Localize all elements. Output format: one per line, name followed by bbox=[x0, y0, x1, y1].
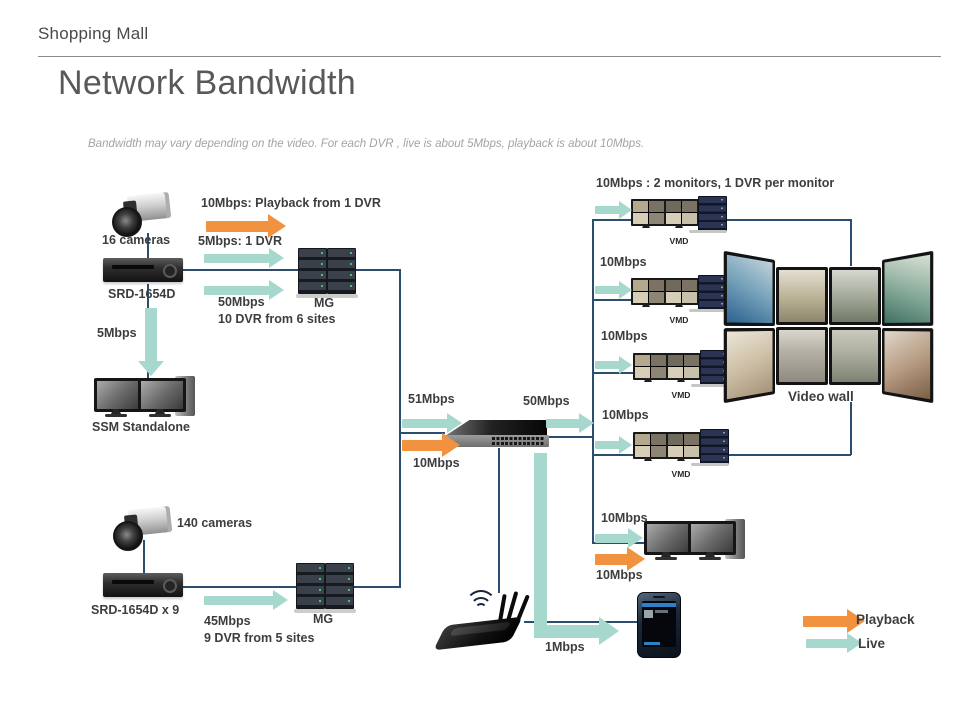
phone-screen bbox=[642, 601, 676, 647]
camera-count-label: 140 cameras bbox=[177, 516, 253, 530]
ssm-label: SSM Standalone bbox=[92, 420, 190, 434]
playback-arrow-icon bbox=[595, 547, 645, 571]
connector-line bbox=[592, 542, 652, 544]
switch-top bbox=[445, 420, 547, 436]
page-title: Network Bandwidth bbox=[58, 64, 357, 102]
monitor-icon bbox=[94, 378, 142, 412]
mg-server-icon bbox=[296, 248, 358, 300]
vmd-row-label: 10Mbps : 2 monitors, 1 DVR per monitor bbox=[596, 176, 835, 190]
live-arrow-icon bbox=[402, 413, 462, 433]
live-bent-arrow-icon bbox=[534, 625, 600, 638]
subtitle-note: Bandwidth may vary depending on the vide… bbox=[88, 138, 645, 150]
mg-label: MG bbox=[314, 296, 335, 310]
connector-line bbox=[399, 269, 401, 588]
live-arrow-icon bbox=[595, 356, 632, 374]
live-total-flow-label: 50Mbps bbox=[218, 295, 265, 309]
dvr-model-label: SRD-1654D x 9 bbox=[91, 603, 180, 617]
server-tower bbox=[327, 248, 356, 294]
mg-server-icon bbox=[294, 563, 356, 615]
connector-line bbox=[350, 586, 400, 588]
live-arrow-icon bbox=[204, 280, 284, 300]
ssm-flow-label: 5Mbps bbox=[97, 326, 137, 340]
breadcrumb: Shopping Mall bbox=[38, 24, 149, 43]
dvr-model-label: SRD-1654D bbox=[108, 287, 176, 301]
playback-flow-label: 10Mbps: Playback from 1 DVR bbox=[201, 196, 381, 210]
client-playback-flow-label: 10Mbps bbox=[596, 568, 643, 582]
live-bent-arrow-icon bbox=[534, 453, 547, 625]
connector-line bbox=[352, 269, 400, 271]
live-total-detail-label: 9 DVR from 5 sites bbox=[204, 631, 315, 645]
router-body bbox=[433, 616, 523, 651]
vmd-unit-icon: VMD bbox=[631, 275, 727, 327]
inbound-flow-label: 51Mbps bbox=[408, 392, 455, 406]
camera-lens bbox=[112, 207, 142, 237]
vmd-label: VMD bbox=[669, 315, 689, 325]
camera-icon bbox=[112, 191, 176, 237]
dvr-icon bbox=[103, 573, 183, 597]
vmd-row-label: 10Mbps bbox=[602, 408, 649, 422]
dvr-icon bbox=[103, 258, 183, 282]
playback-arrow-icon bbox=[402, 433, 460, 457]
connector-line bbox=[498, 448, 500, 593]
live-arrow-icon bbox=[595, 528, 643, 548]
connector-line bbox=[183, 269, 300, 271]
live-arrow-icon bbox=[204, 590, 288, 610]
vmd-label: VMD bbox=[671, 469, 691, 479]
mobile-flow-label: 1Mbps bbox=[545, 640, 585, 654]
playback-arrow-icon bbox=[206, 214, 286, 238]
live-arrow-icon bbox=[204, 248, 284, 268]
live-total-detail-label: 10 DVR from 6 sites bbox=[218, 312, 336, 326]
connector-line bbox=[524, 621, 638, 623]
vmd-rack bbox=[698, 196, 727, 231]
client-workstation-icon bbox=[644, 519, 746, 565]
client-live-flow-label: 10Mbps bbox=[601, 511, 648, 525]
connector-line bbox=[147, 233, 149, 263]
connector-line bbox=[548, 436, 593, 438]
connector-line bbox=[143, 540, 145, 576]
mg-label: MG bbox=[313, 612, 334, 626]
camera-count-label: 16 cameras bbox=[102, 233, 171, 247]
live-single-flow-label: 5Mbps: 1 DVR bbox=[198, 234, 283, 248]
vmd-row-label: 10Mbps bbox=[600, 255, 647, 269]
vmd-row-label: 10Mbps bbox=[601, 329, 648, 343]
connector-line bbox=[592, 219, 594, 544]
legend-playback-label: Playback bbox=[856, 612, 915, 627]
header-divider bbox=[38, 56, 941, 57]
connector-line bbox=[850, 402, 852, 455]
video-wall-icon bbox=[720, 250, 938, 404]
vmd-unit-icon: VMD bbox=[633, 429, 729, 481]
server-base bbox=[296, 294, 358, 298]
live-bent-arrowhead-icon bbox=[599, 617, 619, 645]
live-arrow-icon bbox=[595, 201, 632, 219]
connector-line bbox=[399, 432, 445, 434]
monitor-icon bbox=[138, 378, 186, 412]
outbound-flow-label: 50Mbps bbox=[523, 394, 570, 408]
wifi-icon bbox=[464, 590, 498, 612]
network-switch-icon bbox=[443, 420, 549, 448]
live-arrow-icon bbox=[595, 281, 632, 299]
legend-live-label: Live bbox=[858, 636, 886, 651]
live-down-arrow-icon bbox=[138, 308, 164, 376]
camera-icon bbox=[113, 505, 177, 551]
live-total-flow-label: 45Mbps bbox=[204, 614, 251, 628]
connector-line bbox=[183, 586, 297, 588]
vmd-label: VMD bbox=[669, 236, 689, 246]
live-arrow-icon bbox=[595, 436, 632, 454]
vmd-unit-icon: VMD bbox=[633, 350, 729, 402]
legend-playback-arrow-icon bbox=[803, 609, 865, 633]
legend-live-arrow-icon bbox=[806, 633, 862, 653]
video-wall-label: Video wall bbox=[788, 389, 854, 404]
server-tower bbox=[298, 248, 327, 294]
vmd-unit-icon: VMD bbox=[631, 196, 727, 248]
connector-line bbox=[850, 219, 852, 266]
playback-flow-label: 10Mbps bbox=[413, 456, 460, 470]
smartphone-icon bbox=[637, 592, 681, 658]
wifi-router-icon bbox=[433, 590, 542, 654]
ssm-workstation-icon bbox=[94, 376, 196, 422]
live-arrow-icon bbox=[546, 413, 594, 433]
vmd-label: VMD bbox=[671, 390, 691, 400]
